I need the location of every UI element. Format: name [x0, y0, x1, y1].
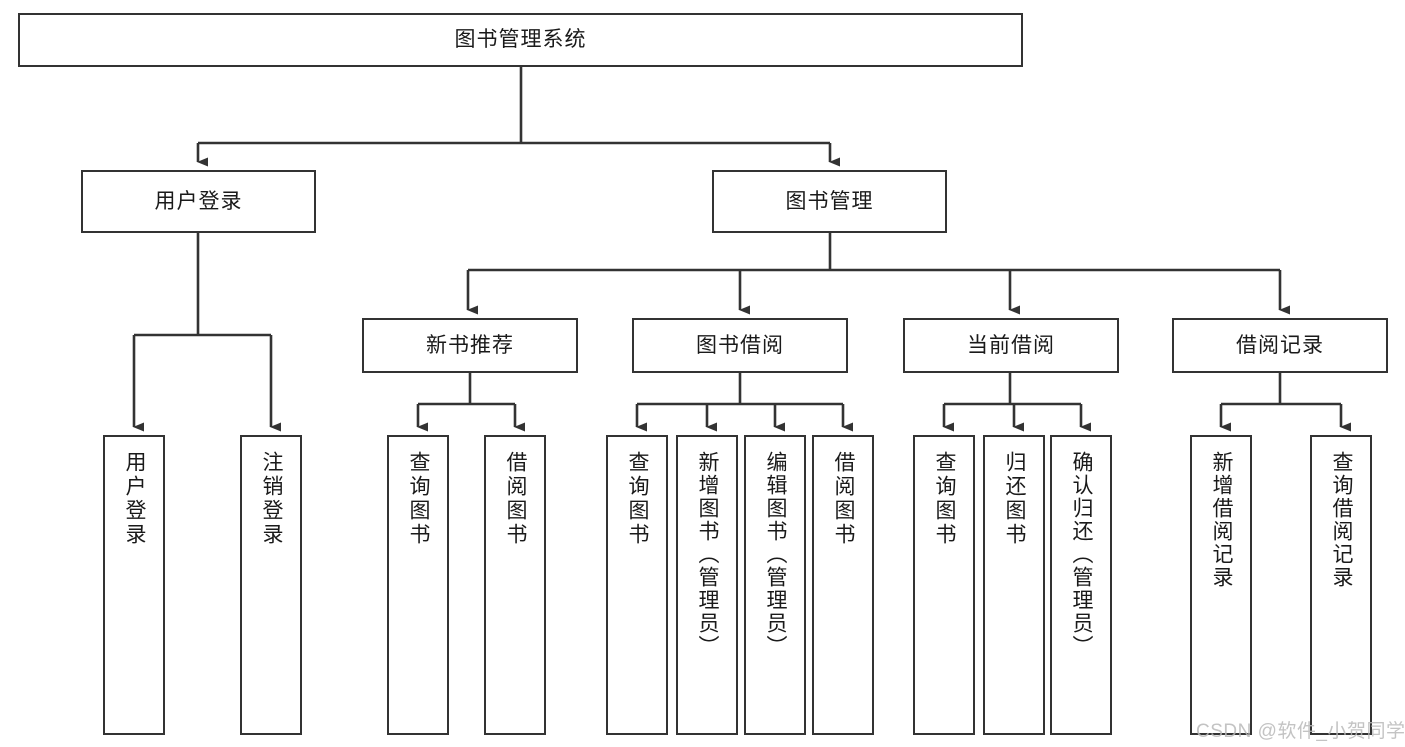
node-root-label: 图书管理系统: [454, 28, 587, 52]
node-root[interactable]: 图书管理系统: [18, 13, 1023, 67]
node-user-login[interactable]: 用户登录: [81, 170, 316, 233]
node-borrow-record[interactable]: 借阅记录: [1172, 318, 1388, 373]
leaf-query-book-recommend[interactable]: 查询图书: [387, 435, 449, 735]
leaf-edit-book-admin-label: 编辑图书（管理员）: [764, 451, 788, 658]
node-current-borrow[interactable]: 当前借阅: [903, 318, 1119, 373]
leaf-return-book-label: 归还图书: [1003, 451, 1027, 547]
node-user-login-label: 用户登录: [154, 189, 243, 213]
node-new-book-recommend[interactable]: 新书推荐: [362, 318, 578, 373]
leaf-edit-book-admin[interactable]: 编辑图书（管理员）: [744, 435, 806, 735]
node-current-borrow-label: 当前借阅: [967, 333, 1055, 357]
node-book-borrow-label: 图书借阅: [696, 333, 784, 357]
leaf-user-login[interactable]: 用户登录: [103, 435, 165, 735]
leaf-query-borrow-record-label: 查询借阅记录: [1330, 451, 1354, 589]
leaf-user-login-label: 用户登录: [123, 451, 147, 547]
leaf-borrow-book-label: 借阅图书: [832, 451, 856, 547]
leaf-query-borrow-record[interactable]: 查询借阅记录: [1310, 435, 1372, 735]
leaf-confirm-return-admin-label: 确认归还（管理员）: [1070, 451, 1094, 658]
leaf-logout[interactable]: 注销登录: [240, 435, 302, 735]
node-book-borrow[interactable]: 图书借阅: [632, 318, 848, 373]
leaf-borrow-book-recommend[interactable]: 借阅图书: [484, 435, 546, 735]
node-book-management-label: 图书管理: [785, 189, 874, 213]
watermark-text: CSDN @软件_小贺同学: [1196, 721, 1405, 742]
leaf-add-borrow-record[interactable]: 新增借阅记录: [1190, 435, 1252, 735]
node-book-management[interactable]: 图书管理: [712, 170, 947, 233]
leaf-borrow-book[interactable]: 借阅图书: [812, 435, 874, 735]
leaf-query-book-current[interactable]: 查询图书: [913, 435, 975, 735]
leaf-return-book[interactable]: 归还图书: [983, 435, 1045, 735]
leaf-query-book-borrow-label: 查询图书: [626, 451, 650, 547]
node-new-book-recommend-label: 新书推荐: [426, 333, 514, 357]
leaf-query-book-borrow[interactable]: 查询图书: [606, 435, 668, 735]
leaf-borrow-book-recommend-label: 借阅图书: [504, 451, 528, 547]
leaf-confirm-return-admin[interactable]: 确认归还（管理员）: [1050, 435, 1112, 735]
leaf-logout-label: 注销登录: [260, 451, 284, 547]
node-borrow-record-label: 借阅记录: [1236, 333, 1324, 357]
leaf-add-book-admin-label: 新增图书（管理员）: [696, 451, 720, 658]
leaf-query-book-recommend-label: 查询图书: [407, 451, 431, 547]
leaf-query-book-current-label: 查询图书: [933, 451, 957, 547]
leaf-add-borrow-record-label: 新增借阅记录: [1210, 451, 1234, 589]
leaf-add-book-admin[interactable]: 新增图书（管理员）: [676, 435, 738, 735]
